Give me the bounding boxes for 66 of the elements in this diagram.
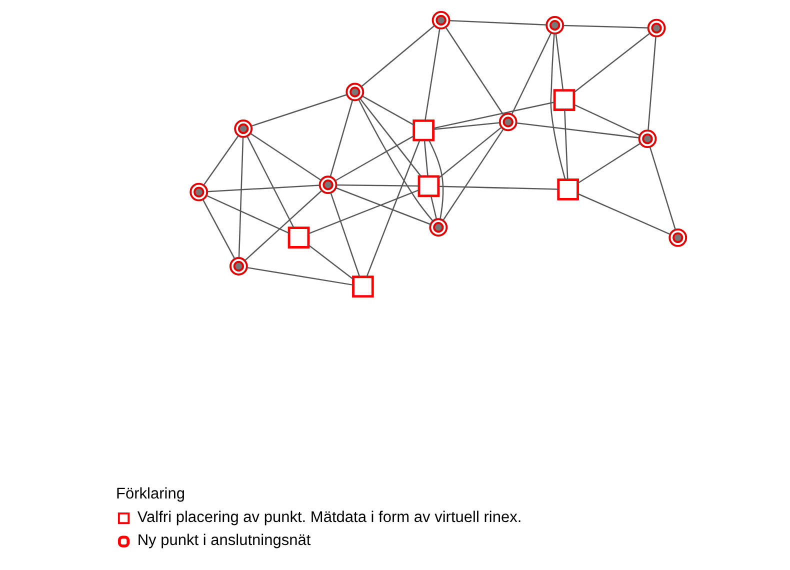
connector — [330, 192, 360, 278]
connector — [555, 33, 564, 90]
node-circle — [234, 120, 253, 138]
connector — [308, 244, 354, 280]
legend-label: Valfri placering av punkt. Mätdata i form av virtuell rinex. — [137, 508, 522, 526]
connector — [433, 122, 500, 130]
node-circle — [429, 218, 448, 237]
connector — [434, 102, 554, 129]
node-box — [352, 276, 374, 298]
node-circle — [432, 11, 450, 30]
connector — [202, 199, 236, 260]
node-circle — [498, 112, 518, 132]
connector — [516, 122, 640, 138]
node-circle — [346, 82, 364, 102]
connector — [360, 98, 422, 177]
connector — [438, 126, 502, 179]
connector — [511, 32, 552, 115]
connector — [442, 128, 504, 221]
connector — [244, 190, 322, 262]
connector — [250, 133, 322, 181]
label: Förklaring — [116, 486, 185, 503]
connector — [424, 140, 428, 176]
connector — [336, 187, 431, 225]
connector — [428, 140, 444, 220]
connector — [207, 184, 320, 192]
node-circle — [318, 176, 338, 194]
connector — [649, 146, 676, 230]
connector — [424, 28, 440, 121]
node-box — [557, 178, 579, 200]
connector — [574, 104, 640, 136]
connector — [430, 196, 438, 220]
connector — [648, 36, 656, 131]
connector — [358, 99, 434, 222]
connector — [577, 142, 641, 184]
connector — [362, 96, 414, 126]
node-box — [553, 89, 576, 111]
connector — [251, 94, 348, 127]
connector — [238, 136, 244, 258]
connector — [564, 110, 568, 180]
connector — [330, 100, 354, 177]
node-circle — [668, 228, 688, 247]
connector — [563, 24, 648, 28]
connector — [450, 20, 547, 26]
node-circle — [546, 16, 564, 34]
connector — [445, 26, 504, 116]
connector — [336, 184, 419, 187]
connector — [246, 266, 353, 286]
node-circle — [190, 182, 208, 202]
node-box — [412, 119, 434, 142]
connector — [203, 135, 239, 186]
connector — [360, 25, 435, 88]
connector — [246, 136, 294, 228]
connector — [574, 32, 650, 93]
node-circle — [647, 18, 666, 38]
node-circle — [229, 257, 248, 276]
connector — [206, 194, 290, 234]
connector — [308, 189, 420, 234]
node-circle — [638, 130, 657, 148]
connector — [366, 140, 420, 278]
connector — [578, 193, 670, 235]
node-box — [288, 226, 310, 248]
legend-label: Ny punkt i anslutningsnät — [137, 532, 311, 550]
connector — [334, 135, 414, 182]
connector — [438, 186, 558, 190]
node-box — [418, 175, 440, 198]
connector — [550, 34, 566, 180]
